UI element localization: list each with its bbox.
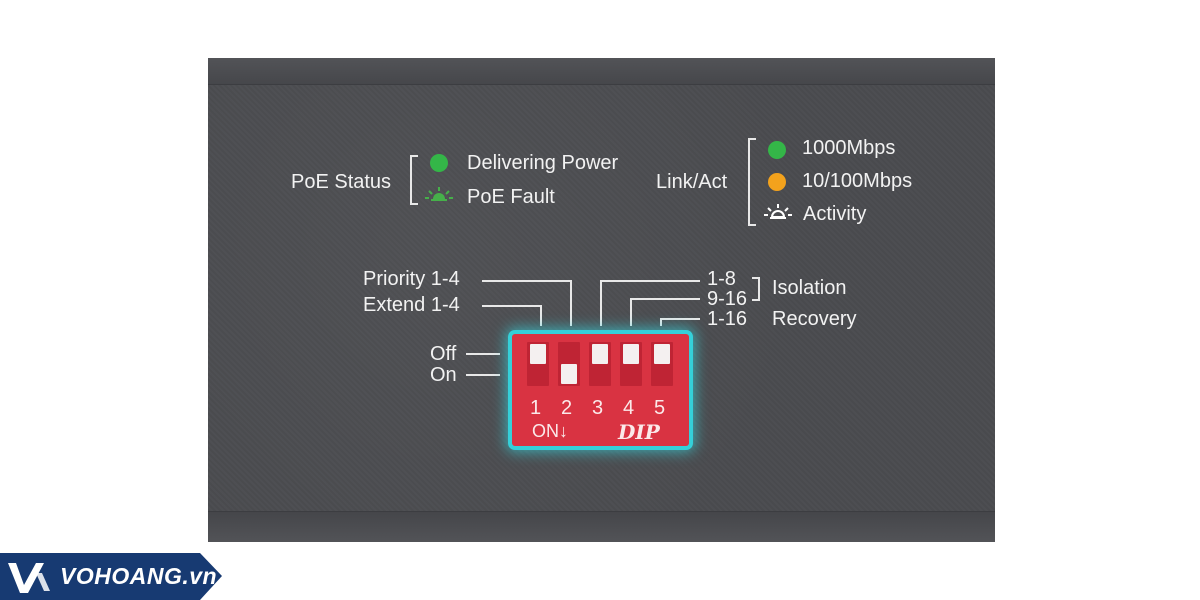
isolation-9-16-leader [630, 298, 700, 300]
blinking-led-icon [425, 187, 453, 201]
switch-knob [654, 344, 670, 364]
dip-switch-1[interactable] [527, 342, 549, 386]
on-direction-label: ON↓ [532, 421, 568, 441]
brand-name: VOHOANG.vn [60, 563, 218, 589]
switch-knob [592, 344, 608, 364]
priority-leader-v [570, 280, 572, 326]
off-leader [466, 353, 500, 355]
dip-logo: DIP [618, 420, 660, 444]
switch-number: 5 [654, 397, 666, 419]
link-10-100-label: 10/100Mbps [802, 170, 913, 192]
isolation-1-8-label: 1-8 [707, 268, 736, 290]
brand-badge: VOHOANG.vn [0, 553, 222, 600]
switch-knob [530, 344, 546, 364]
panel-bottom-ridge [208, 511, 995, 542]
extend-leader [482, 305, 542, 307]
isolation-9-16-leader-v [630, 298, 632, 326]
dip-switch-5[interactable] [651, 342, 673, 386]
panel-top-ridge [208, 58, 995, 85]
isolation-1-8-leader-v [600, 280, 602, 326]
brand-logo-icon [8, 563, 50, 593]
switch-knob [623, 344, 639, 364]
link-1000-label: 1000Mbps [802, 137, 896, 159]
recovery-leader-v [660, 318, 662, 326]
switch-number: 2 [561, 397, 573, 419]
off-label: Off [430, 343, 457, 365]
extend-leader-v [540, 305, 542, 326]
recovery-label: Recovery [772, 308, 857, 330]
dip-switch-4[interactable] [620, 342, 642, 386]
extend-label: Extend 1-4 [363, 294, 460, 316]
on-label: On [430, 364, 457, 386]
poe-delivering-label: Delivering Power [467, 152, 619, 174]
recovery-leader [660, 318, 700, 320]
dip-switch-2[interactable] [558, 342, 580, 386]
activity-label: Activity [803, 203, 867, 225]
poe-bracket [410, 155, 418, 205]
orange-led-icon [768, 173, 786, 191]
activity-led-icon [764, 204, 792, 219]
isolation-label: Isolation [772, 277, 847, 299]
priority-label: Priority 1-4 [363, 268, 460, 290]
isolation-1-8-leader [600, 280, 700, 282]
switch-number: 4 [623, 397, 635, 419]
recovery-1-16-label: 1-16 [707, 308, 748, 330]
poe-fault-label: PoE Fault [467, 186, 555, 208]
priority-leader [482, 280, 572, 282]
poe-status-title: PoE Status [291, 171, 392, 193]
isolation-9-16-label: 9-16 [707, 288, 748, 310]
switch-number: 1 [530, 397, 542, 419]
link-bracket [748, 138, 756, 226]
switch-knob [561, 364, 577, 384]
on-leader [466, 374, 500, 376]
isolation-bracket [752, 277, 760, 301]
green-led-icon [430, 154, 448, 172]
dip-switch-3[interactable] [589, 342, 611, 386]
switch-number: 3 [592, 397, 604, 419]
link-act-title: Link/Act [656, 171, 728, 193]
dip-switch-block: 1 2 3 4 5 ON↓ DIP [512, 334, 689, 446]
green-led-icon [768, 141, 786, 159]
